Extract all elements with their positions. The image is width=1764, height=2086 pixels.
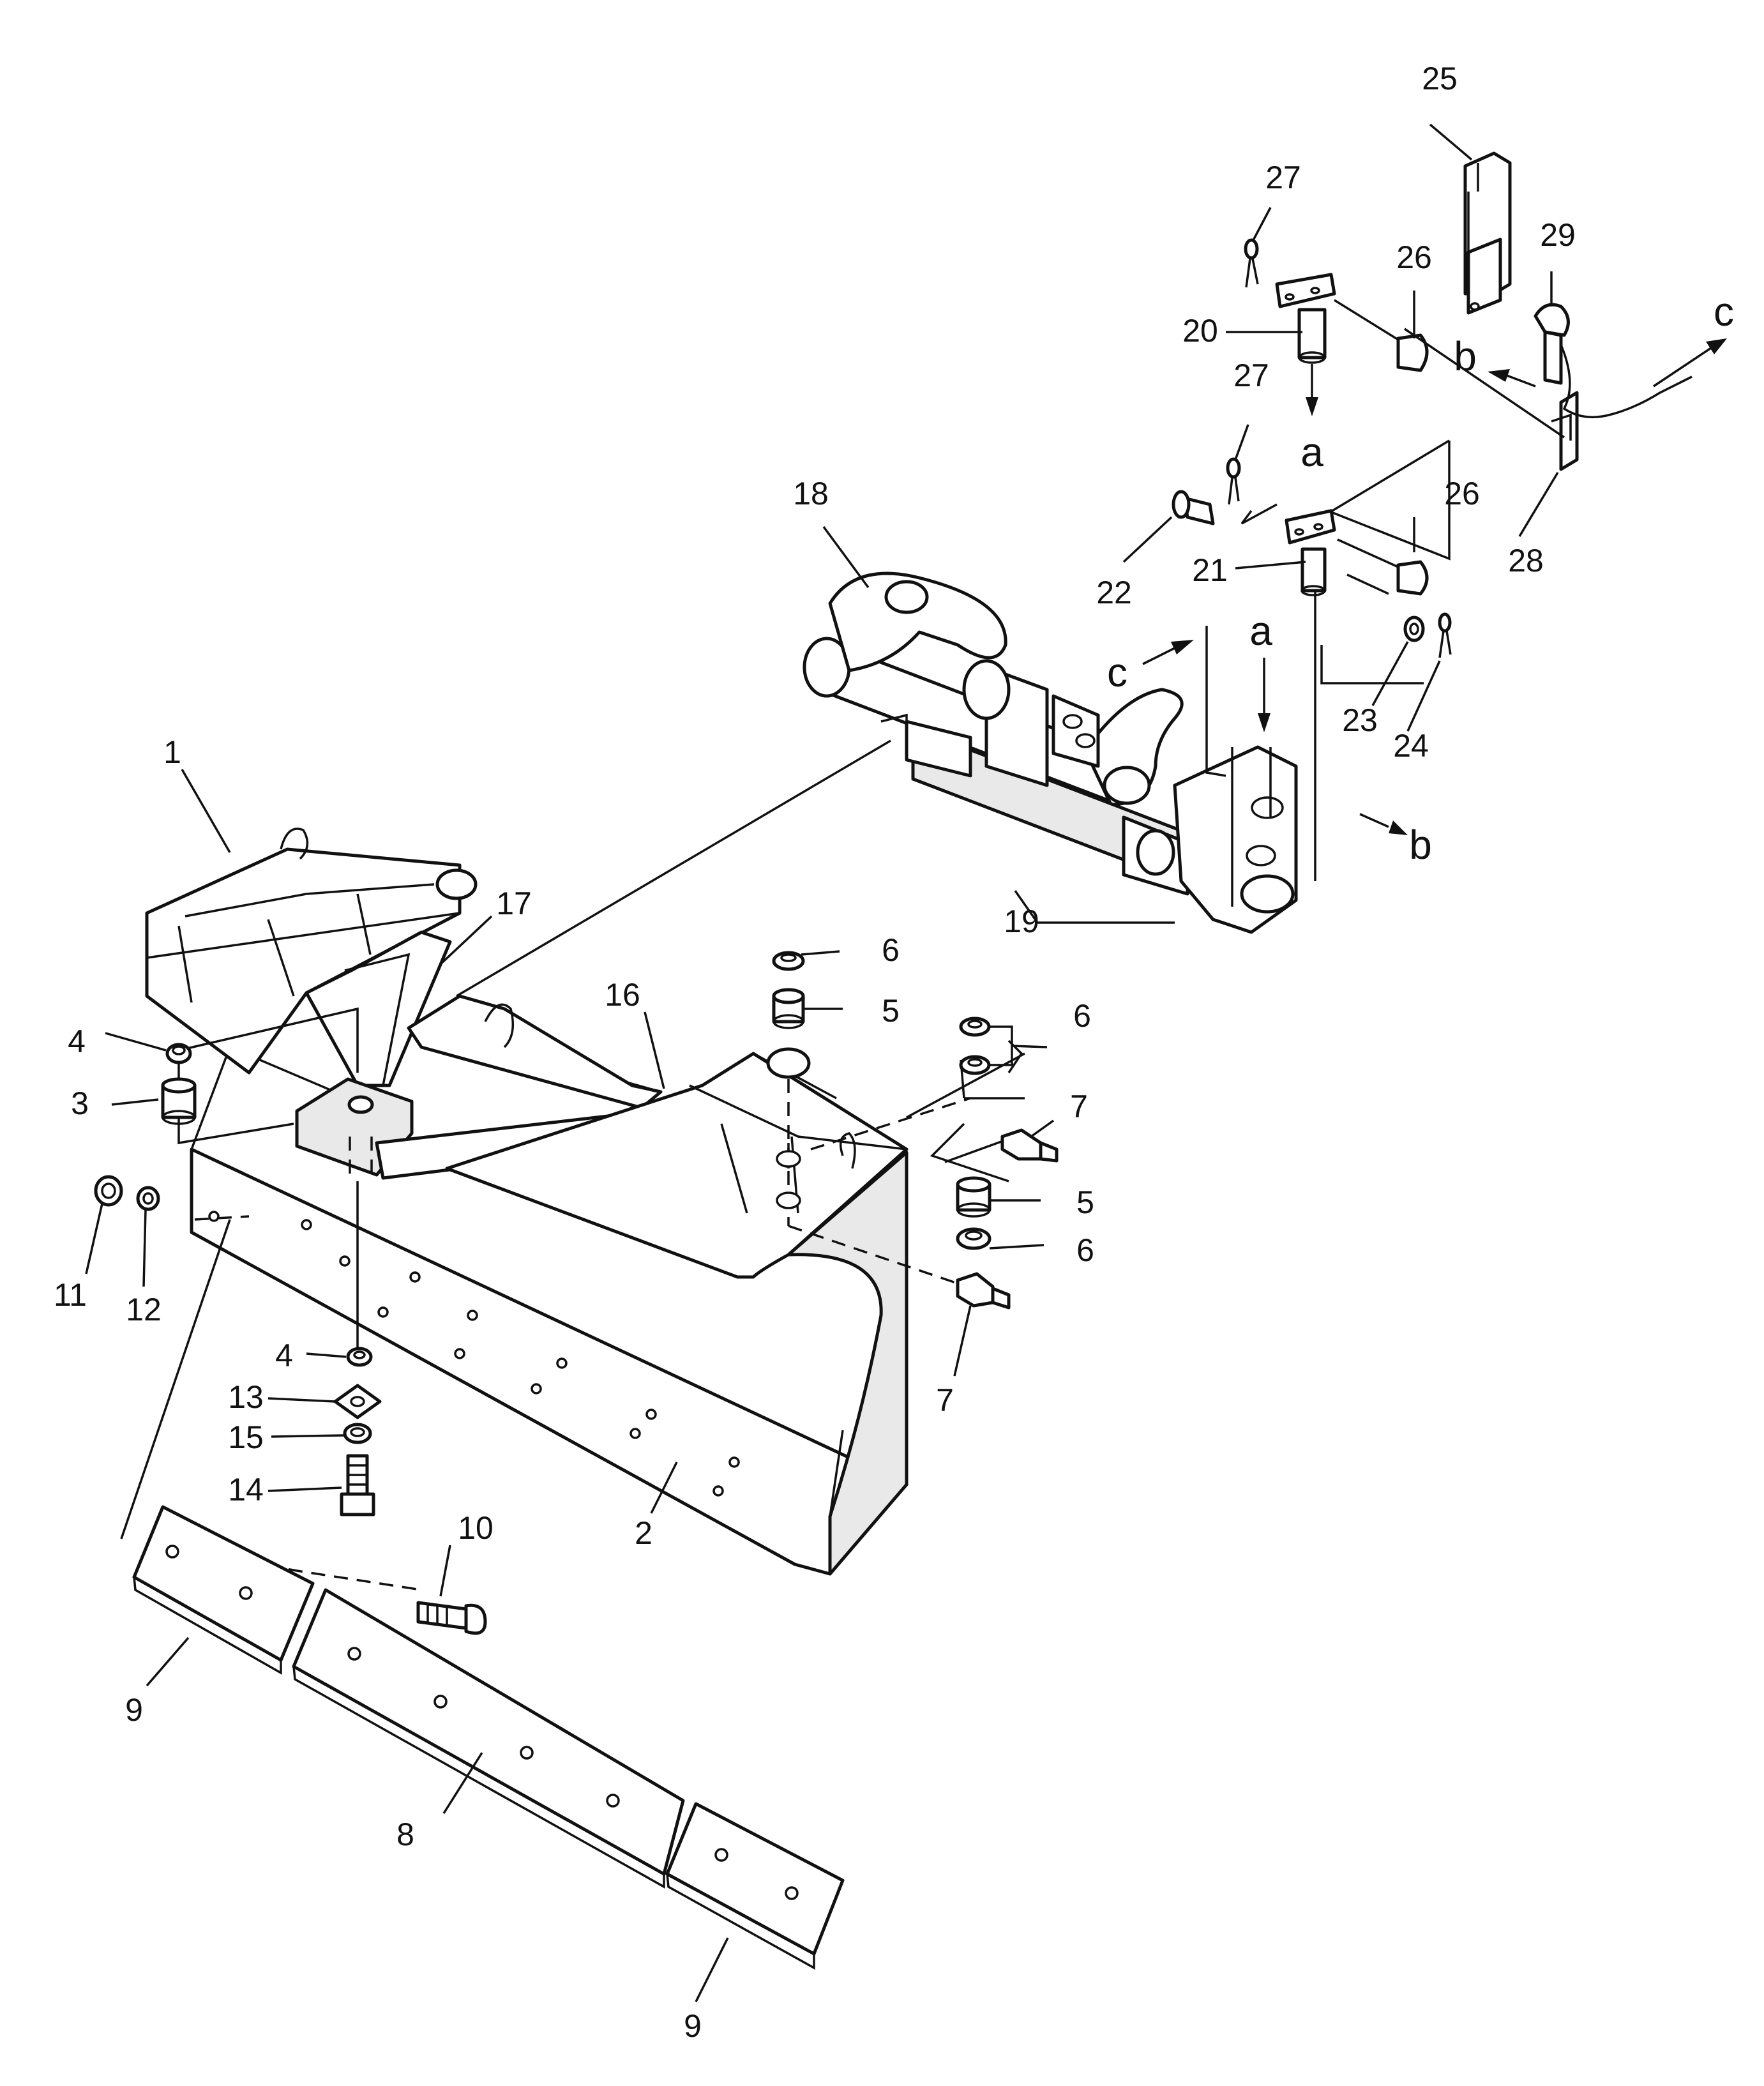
cotter-pin-24 bbox=[1438, 612, 1452, 658]
ref-letter-b-upper: b bbox=[1454, 333, 1477, 379]
callout-6-top: 6 bbox=[882, 932, 900, 968]
callout-15: 15 bbox=[228, 1419, 264, 1455]
callout-11: 11 bbox=[54, 1277, 87, 1313]
callout-25: 25 bbox=[1422, 61, 1458, 96]
callout-4-lower: 4 bbox=[275, 1338, 293, 1373]
ring-6-top bbox=[772, 951, 805, 971]
callout-13: 13 bbox=[228, 1379, 264, 1415]
plate-13 bbox=[333, 1384, 382, 1419]
callout-23: 23 bbox=[1342, 702, 1378, 738]
callout-20: 20 bbox=[1182, 313, 1218, 349]
arrow-c-upper bbox=[1653, 338, 1727, 388]
cotter-pin-27-lower bbox=[1226, 457, 1241, 505]
callout-29: 29 bbox=[1540, 217, 1576, 253]
grease-fitting-7-lower bbox=[956, 1272, 1011, 1310]
callout-19: 19 bbox=[1004, 903, 1039, 939]
callout-8: 8 bbox=[396, 1817, 414, 1852]
callout-7-upper: 7 bbox=[1070, 1089, 1088, 1124]
end-bit-9-left bbox=[132, 1505, 315, 1675]
lock-pin-assembly bbox=[1172, 151, 1692, 658]
bracket-25 bbox=[1463, 151, 1512, 315]
washer-23 bbox=[1403, 616, 1425, 642]
clevis-pin-26-upper bbox=[1334, 299, 1429, 372]
callout-28: 28 bbox=[1508, 543, 1544, 578]
callout-16: 16 bbox=[605, 977, 640, 1013]
clevis-pin-22 bbox=[1172, 490, 1215, 525]
nut-4-upper bbox=[165, 1043, 192, 1064]
end-bit-9-right bbox=[665, 1802, 845, 1970]
callout-26-upper: 26 bbox=[1396, 239, 1432, 275]
nut-4-lower bbox=[346, 1347, 373, 1367]
arrow-a-lower bbox=[1258, 658, 1270, 732]
arrow-a-upper bbox=[1306, 364, 1318, 416]
callout-18: 18 bbox=[793, 476, 829, 511]
bolt-14 bbox=[340, 1454, 375, 1516]
frame bbox=[145, 828, 971, 1285]
small-parts bbox=[94, 951, 1059, 1635]
callout-7-lower: 7 bbox=[936, 1382, 954, 1418]
callout-24: 24 bbox=[1393, 728, 1429, 764]
cotter-pin-27-upper bbox=[1244, 238, 1259, 288]
arrow-b-upper bbox=[1488, 369, 1536, 388]
arrow-b-lower bbox=[1359, 813, 1408, 835]
reference-arrows bbox=[1142, 338, 1727, 835]
callout-21: 21 bbox=[1192, 552, 1228, 588]
callout-leaders bbox=[85, 123, 1559, 2002]
callout-1: 1 bbox=[163, 734, 181, 770]
washer-12 bbox=[136, 1186, 160, 1211]
callout-4-upper: 4 bbox=[68, 1024, 86, 1059]
bushing-3 bbox=[161, 1077, 197, 1125]
clevis-pin-26-lower bbox=[1337, 538, 1429, 596]
callout-3: 3 bbox=[71, 1085, 89, 1121]
pin-20 bbox=[1275, 273, 1336, 364]
callout-12: 12 bbox=[126, 1292, 162, 1327]
callout-26-lower: 26 bbox=[1444, 476, 1480, 511]
bolt-10 bbox=[416, 1601, 487, 1635]
ref-letter-b-lower: b bbox=[1409, 822, 1432, 868]
cutting-edge-8 bbox=[292, 1588, 685, 1889]
callout-10: 10 bbox=[458, 1510, 494, 1546]
bushing-5-upper bbox=[772, 988, 805, 1029]
reference-letters: a a b b c c bbox=[1107, 289, 1734, 868]
callout-27-upper: 27 bbox=[1265, 160, 1301, 195]
lock-pin-29 bbox=[1534, 303, 1692, 419]
callout-14: 14 bbox=[228, 1472, 264, 1508]
ref-letter-a-lower: a bbox=[1249, 608, 1272, 654]
center-pivot-socket bbox=[347, 1095, 374, 1114]
ring-6-bottom bbox=[956, 1227, 991, 1250]
ref-letter-a-upper: a bbox=[1300, 429, 1323, 475]
callout-9-right: 9 bbox=[684, 2008, 702, 2044]
callout-2: 2 bbox=[635, 1515, 652, 1551]
callout-5-lower: 5 bbox=[1076, 1184, 1094, 1220]
right-pivot-boss bbox=[766, 1047, 811, 1079]
left-pivot-boss bbox=[435, 868, 478, 900]
callout-22: 22 bbox=[1096, 575, 1132, 610]
callout-6-pair: 6 bbox=[1073, 998, 1091, 1034]
callout-6-bottom: 6 bbox=[1076, 1232, 1094, 1268]
callout-9-left: 9 bbox=[125, 1692, 143, 1728]
rings-6-pair bbox=[959, 1017, 1013, 1075]
blade-bolt-holes bbox=[208, 1211, 740, 1497]
ref-letter-c-upper: c bbox=[1714, 289, 1734, 335]
latch-28 bbox=[1551, 391, 1579, 471]
bushing-5-lower bbox=[956, 1176, 991, 1218]
pin-21 bbox=[1285, 509, 1336, 596]
ref-letter-c-lower: c bbox=[1107, 649, 1127, 695]
washer-15 bbox=[343, 1423, 372, 1444]
cutting-edges bbox=[132, 1505, 845, 1970]
upper-frame bbox=[803, 571, 1298, 934]
callout-27-lower: 27 bbox=[1233, 358, 1269, 393]
nut-11 bbox=[94, 1175, 123, 1207]
callout-labels: 1 2 3 4 4 5 5 6 6 6 7 7 8 9 9 10 11 12 1… bbox=[54, 61, 1576, 2044]
callout-17: 17 bbox=[496, 886, 532, 921]
callout-5-upper: 5 bbox=[882, 993, 900, 1029]
arrow-c-lower bbox=[1142, 640, 1194, 665]
grease-fitting-7-upper bbox=[1000, 1128, 1059, 1163]
